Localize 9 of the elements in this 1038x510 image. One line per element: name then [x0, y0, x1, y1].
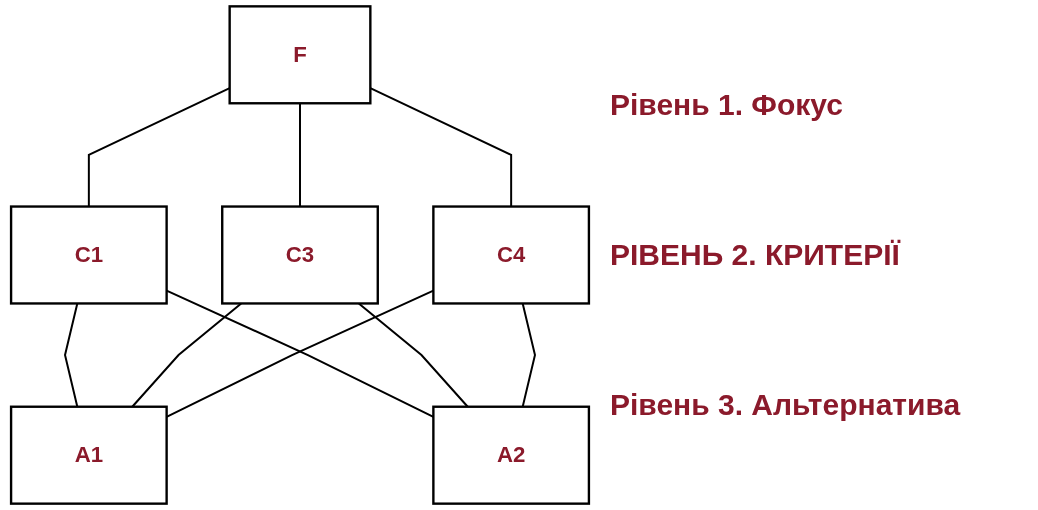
node-box: A1: [9, 405, 168, 505]
node-box: F: [228, 5, 372, 105]
node-box: C3: [221, 205, 379, 305]
node-box: A2: [432, 405, 591, 505]
level-label: Рівень 1. Фокус: [610, 88, 844, 122]
node-box: C4: [432, 205, 591, 305]
level-label: РІВЕНЬ 2. КРИТЕРІЇ: [610, 238, 902, 272]
level-label: Рівень 3. Альтернатива: [610, 388, 962, 422]
node-box: C1: [9, 205, 168, 305]
